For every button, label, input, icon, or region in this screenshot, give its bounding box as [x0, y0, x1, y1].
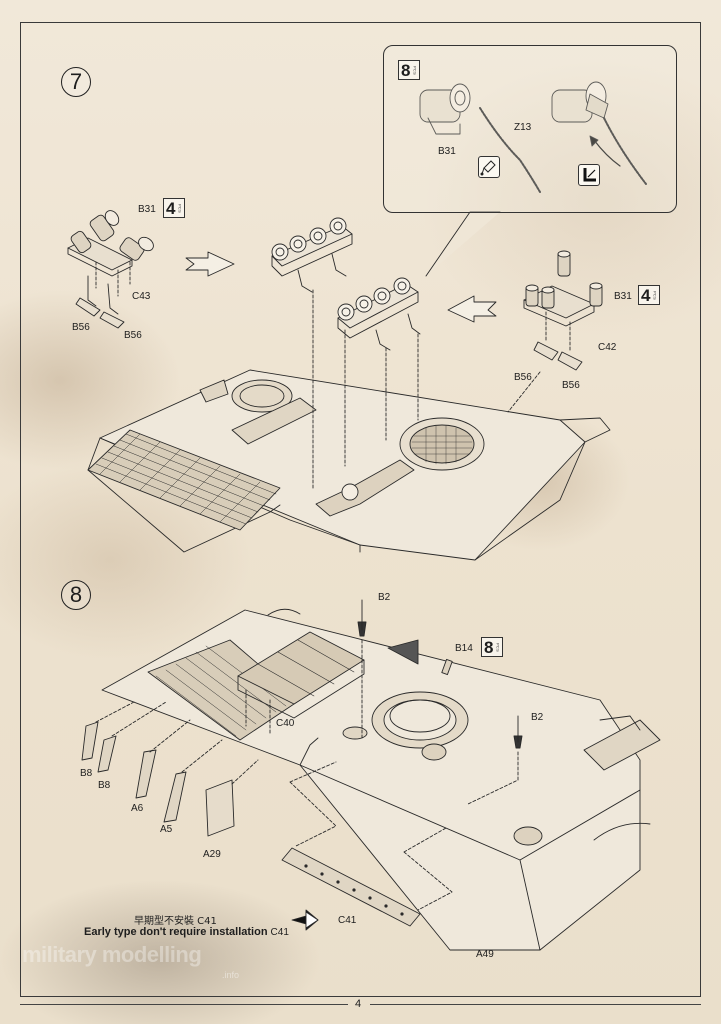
pcs-label: PCS — [412, 65, 418, 75]
label-b56-right-1: B56 — [514, 372, 532, 383]
label-c42: C42 — [598, 342, 617, 353]
step7-left-subassembly — [67, 210, 154, 329]
note-english-code: C41 — [270, 927, 289, 938]
page-frame — [20, 22, 701, 997]
arrow-left-icon — [447, 295, 497, 323]
note-chinese: 早期型不安裝 C41 — [134, 916, 217, 927]
label-a29: A29 — [203, 849, 221, 860]
step-7-number: 7 — [61, 67, 91, 97]
quantity-badge-b14: 8 PCS — [481, 637, 504, 657]
label-a6: A6 — [131, 803, 144, 814]
step7-rack-lower — [337, 277, 421, 351]
callout-pointer — [425, 211, 501, 277]
label-z13: Z13 — [514, 122, 532, 133]
step7-right-subassembly — [523, 250, 603, 371]
watermark: military modelling — [22, 942, 202, 967]
label-a5: A5 — [160, 824, 173, 835]
label-a49: A49 — [476, 949, 494, 960]
quantity-value: 4 — [641, 285, 651, 305]
step7-rack-upper — [271, 217, 353, 293]
label-c41: C41 — [338, 915, 357, 926]
page-rule-right — [370, 1004, 701, 1005]
callout-cylinders — [419, 81, 647, 193]
quantity-value: 8 — [484, 637, 494, 657]
quantity-value: 8 — [401, 60, 411, 80]
label-b2-right: B2 — [531, 712, 544, 723]
label-b2-top: B2 — [378, 592, 391, 603]
label-b56-left-2: B56 — [124, 330, 142, 341]
label-b56-left-1: B56 — [72, 322, 90, 333]
arrow-right-icon — [185, 251, 235, 277]
watermark-sub: .info — [222, 970, 240, 980]
step-8-number: 8 — [61, 580, 91, 610]
page-number: 4 — [355, 998, 362, 1010]
step8-hull — [81, 599, 661, 951]
label-c43: C43 — [132, 291, 151, 302]
label-b31-left: B31 — [138, 204, 156, 215]
arrow-solid-icon — [291, 909, 319, 931]
pcs-label: PCS — [177, 203, 183, 213]
quantity-value: 4 — [166, 198, 176, 218]
glue-icon — [478, 156, 500, 178]
quantity-badge-left: 4 PCS — [163, 198, 186, 218]
pcs-label: PCS — [495, 642, 501, 652]
quantity-badge-callout: 8 PCS — [398, 60, 421, 80]
step7-hull — [87, 289, 611, 561]
label-b8-1: B8 — [80, 768, 93, 779]
page-rule-left — [20, 1004, 348, 1005]
cut-icon — [578, 164, 600, 186]
label-b8-2: B8 — [98, 780, 111, 791]
label-b31-callout: B31 — [438, 146, 456, 157]
label-b14: B14 — [455, 643, 473, 654]
label-b56-right-2: B56 — [562, 380, 580, 391]
pcs-label: PCS — [652, 290, 658, 300]
label-c40: C40 — [276, 718, 295, 729]
detail-callout: 8 PCS B31 Z13 — [383, 45, 677, 213]
label-b31-right: B31 — [614, 291, 632, 302]
quantity-badge-right: 4 PCS — [638, 285, 661, 305]
note-english-text: Early type don't require installation — [84, 926, 268, 938]
